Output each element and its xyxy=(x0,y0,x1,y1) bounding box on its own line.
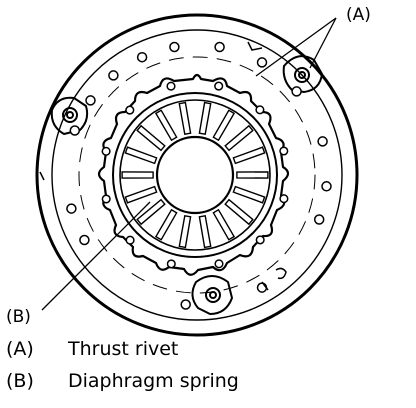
cover-inner-rim xyxy=(51,29,343,321)
cover-marks xyxy=(39,41,287,291)
cover-hole xyxy=(180,299,191,310)
spring-hole xyxy=(166,259,176,269)
spring-finger xyxy=(136,124,166,152)
spring-finger xyxy=(198,101,212,136)
center-bore xyxy=(155,135,235,215)
spring-finger xyxy=(136,198,166,226)
spring-hole xyxy=(101,146,111,156)
cover-hole xyxy=(214,41,225,53)
legend-key-b: (B) xyxy=(6,370,34,392)
cover-hole xyxy=(256,57,268,68)
spring-finger xyxy=(121,171,154,179)
legend-row-b: (B) Diaphragm spring xyxy=(6,370,406,392)
diaphragm-spring-fingers xyxy=(121,101,269,249)
cover-hole xyxy=(169,41,180,53)
spring-hole xyxy=(125,235,135,245)
cover-hole xyxy=(317,136,328,147)
callout-b: (B) xyxy=(6,307,31,327)
cover-hole xyxy=(256,282,268,293)
spring-finger xyxy=(236,171,269,179)
cover-dashed-ring xyxy=(78,56,316,294)
spring-hole xyxy=(279,194,289,204)
spring-finger xyxy=(198,214,212,249)
spring-hole xyxy=(214,259,224,269)
spring-finger xyxy=(178,214,192,249)
legend-key-a: (A) xyxy=(6,338,34,360)
spring-finger xyxy=(232,146,266,165)
cover-hole xyxy=(108,70,119,81)
legend-text-b: Diaphragm spring xyxy=(68,370,239,392)
spring-finger xyxy=(124,146,158,165)
spring-hole xyxy=(214,81,224,91)
cover-hole xyxy=(321,181,332,192)
spring-hole xyxy=(255,105,265,115)
cover-hole xyxy=(69,125,81,136)
spring-finger xyxy=(124,185,158,204)
spring-hole xyxy=(101,194,111,204)
cover-hole xyxy=(79,234,90,246)
cover-hole xyxy=(291,86,302,97)
spring-inner-ring xyxy=(112,92,278,258)
spring-hole xyxy=(279,146,289,156)
spring-finger xyxy=(224,124,254,152)
spring-rivet-holes xyxy=(101,81,289,269)
boss-bottom xyxy=(191,275,233,315)
legend-text-a: Thrust rivet xyxy=(68,338,179,360)
spring-finger xyxy=(212,109,236,142)
spring-finger xyxy=(154,109,178,142)
spring-hole xyxy=(255,235,265,245)
spring-finger xyxy=(212,208,236,241)
cover-hole xyxy=(66,203,77,214)
legend-row-a: (A) Thrust rivet xyxy=(6,338,406,360)
cover-hole xyxy=(85,95,96,106)
leader-lines xyxy=(41,17,337,311)
spring-finger xyxy=(224,198,254,226)
spring-finger xyxy=(178,101,192,136)
boss-left xyxy=(50,96,89,135)
cover-bolt-holes xyxy=(66,41,332,310)
spring-hole xyxy=(125,105,135,115)
callout-a: (A) xyxy=(346,5,371,25)
diaphragm-spring-outline xyxy=(97,73,290,276)
spring-finger xyxy=(154,208,178,241)
spring-hole xyxy=(166,81,176,91)
cover-hole xyxy=(313,214,325,225)
cover-outer-rim xyxy=(35,13,359,337)
boss-top-right xyxy=(282,55,323,93)
spring-finger-ring xyxy=(119,99,271,251)
spring-finger xyxy=(232,185,266,204)
cover-hole xyxy=(136,51,148,63)
